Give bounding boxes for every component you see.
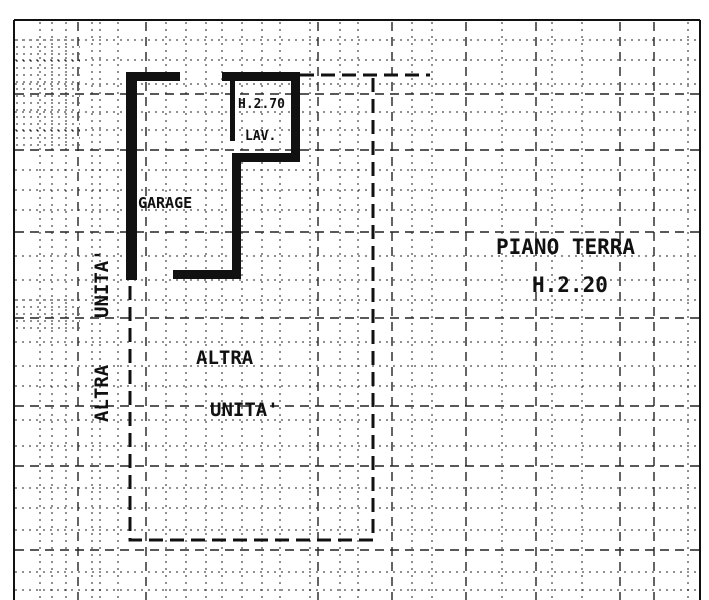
altra-unita-vertical-line1: ALTRA [91, 364, 113, 422]
sheet-frame [13, 19, 701, 600]
floor-name-label: PIANO TERRA [496, 235, 635, 259]
floor-height-label: H.2.20 [532, 273, 608, 297]
garage-walls [126, 72, 300, 280]
altra-unita-center-line1: ALTRA [196, 347, 254, 369]
altra-unita-vertical-line2: UNITA' [91, 249, 113, 318]
unit-boundary [128, 73, 430, 542]
garage-label: GARAGE [138, 194, 192, 212]
lav-label: LAV. [245, 129, 276, 144]
small-room-height-label: H.2.70 [238, 97, 285, 112]
altra-unita-center-line2: UNITA' [210, 399, 279, 421]
graph-paper-grid [15, 22, 699, 600]
